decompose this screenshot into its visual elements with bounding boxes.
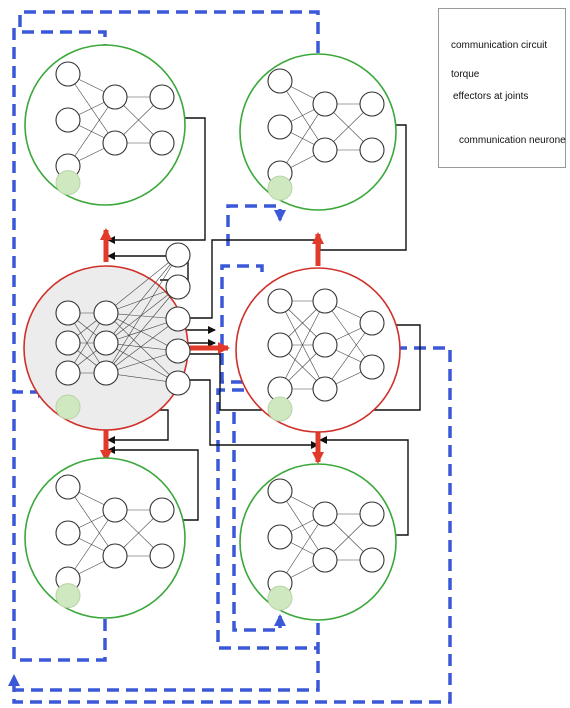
neuron bbox=[165, 306, 191, 332]
torque-center-left-bottom bbox=[107, 409, 169, 444]
neuron bbox=[267, 524, 293, 550]
module-top-left bbox=[24, 44, 186, 206]
neuron bbox=[149, 497, 175, 523]
synapse bbox=[67, 509, 116, 580]
synapse bbox=[279, 513, 326, 584]
neuron bbox=[93, 300, 119, 326]
neuron bbox=[312, 137, 338, 163]
module-ring-bottom-right bbox=[239, 463, 397, 621]
module-bottom-right bbox=[239, 463, 397, 621]
module-bottom-left bbox=[24, 457, 186, 619]
synapse bbox=[67, 96, 116, 167]
communication-neurone bbox=[55, 170, 81, 196]
communication-neurone bbox=[55, 583, 81, 609]
neuron bbox=[93, 360, 119, 386]
neuron bbox=[165, 338, 191, 364]
legend-box: communication circuit torque effectors a… bbox=[438, 8, 566, 168]
synapse bbox=[105, 286, 179, 344]
synapse bbox=[105, 318, 179, 344]
synapse bbox=[105, 254, 179, 344]
neuron bbox=[55, 520, 81, 546]
neuron bbox=[55, 474, 81, 500]
synapse bbox=[105, 286, 179, 374]
comm-path-top-loop bbox=[18, 10, 320, 56]
synapse bbox=[105, 312, 179, 384]
communication-neurone bbox=[267, 175, 293, 201]
synapse bbox=[105, 342, 179, 384]
communication-neurone bbox=[267, 585, 293, 611]
neuron bbox=[359, 547, 385, 573]
legend-label-communication-neurone: communication neurone bbox=[459, 135, 566, 146]
torque-bottom-right bbox=[319, 436, 409, 536]
legend-label-effectors: effectors at joints bbox=[453, 91, 529, 102]
communication-neurone bbox=[55, 394, 81, 420]
neuron bbox=[359, 354, 385, 380]
neuron bbox=[165, 242, 191, 268]
comm-path-left-lower bbox=[12, 400, 107, 662]
neuron bbox=[165, 274, 191, 300]
module-top-right bbox=[239, 53, 397, 211]
neuron bbox=[267, 478, 293, 504]
neuron bbox=[102, 497, 128, 523]
synapse bbox=[324, 322, 373, 390]
legend-label-torque: torque bbox=[451, 69, 480, 80]
neuron bbox=[267, 68, 293, 94]
communication-neurone bbox=[267, 396, 293, 422]
neuron bbox=[102, 543, 128, 569]
synapse bbox=[279, 300, 326, 390]
comm-path-bottom-right-arrow bbox=[232, 412, 286, 632]
comm-path-center-right-in bbox=[220, 264, 264, 388]
synapse bbox=[279, 103, 326, 174]
synapse bbox=[105, 312, 179, 352]
module-ring-top-right bbox=[239, 53, 397, 211]
module-center-right bbox=[235, 267, 401, 433]
synapse bbox=[105, 286, 179, 314]
neuron bbox=[55, 330, 81, 356]
neuron bbox=[359, 91, 385, 117]
comm-path-top-right-in bbox=[226, 204, 286, 246]
neuron bbox=[165, 370, 191, 396]
legend-label-communication-circuit: communication circuit bbox=[451, 40, 548, 51]
module-ring-top-left bbox=[24, 44, 186, 206]
module-center-left bbox=[23, 242, 191, 431]
neuron bbox=[359, 501, 385, 527]
torque-top-left bbox=[107, 117, 206, 244]
communication-circuit bbox=[7, 10, 452, 704]
synapse bbox=[105, 254, 179, 374]
neuron bbox=[55, 360, 81, 386]
neuron bbox=[312, 288, 338, 314]
neuron bbox=[102, 130, 128, 156]
comm-path-bottom-right-in bbox=[14, 604, 320, 692]
comm-path-right-mid bbox=[7, 346, 452, 704]
synapse bbox=[105, 318, 179, 374]
neuron bbox=[359, 137, 385, 163]
synapse bbox=[105, 254, 179, 314]
neuron bbox=[149, 543, 175, 569]
neuron bbox=[267, 114, 293, 140]
network-modules bbox=[23, 44, 401, 621]
neuron bbox=[267, 332, 293, 358]
comm-path-bottom-right-loop bbox=[216, 388, 318, 650]
neuron bbox=[312, 332, 338, 358]
torque-bottom-left bbox=[107, 446, 199, 521]
module-ring-bottom-left bbox=[24, 457, 186, 619]
neuron bbox=[93, 330, 119, 356]
neuron bbox=[55, 61, 81, 87]
neuron bbox=[312, 547, 338, 573]
neuron bbox=[267, 288, 293, 314]
neuron bbox=[149, 84, 175, 110]
neuron bbox=[312, 376, 338, 402]
neuron bbox=[312, 501, 338, 527]
neuron bbox=[102, 84, 128, 110]
neuron bbox=[55, 300, 81, 326]
neuron bbox=[55, 107, 81, 133]
neuron bbox=[149, 130, 175, 156]
neuron bbox=[359, 310, 385, 336]
effectors-at-joints bbox=[100, 228, 324, 464]
neuron bbox=[312, 91, 338, 117]
